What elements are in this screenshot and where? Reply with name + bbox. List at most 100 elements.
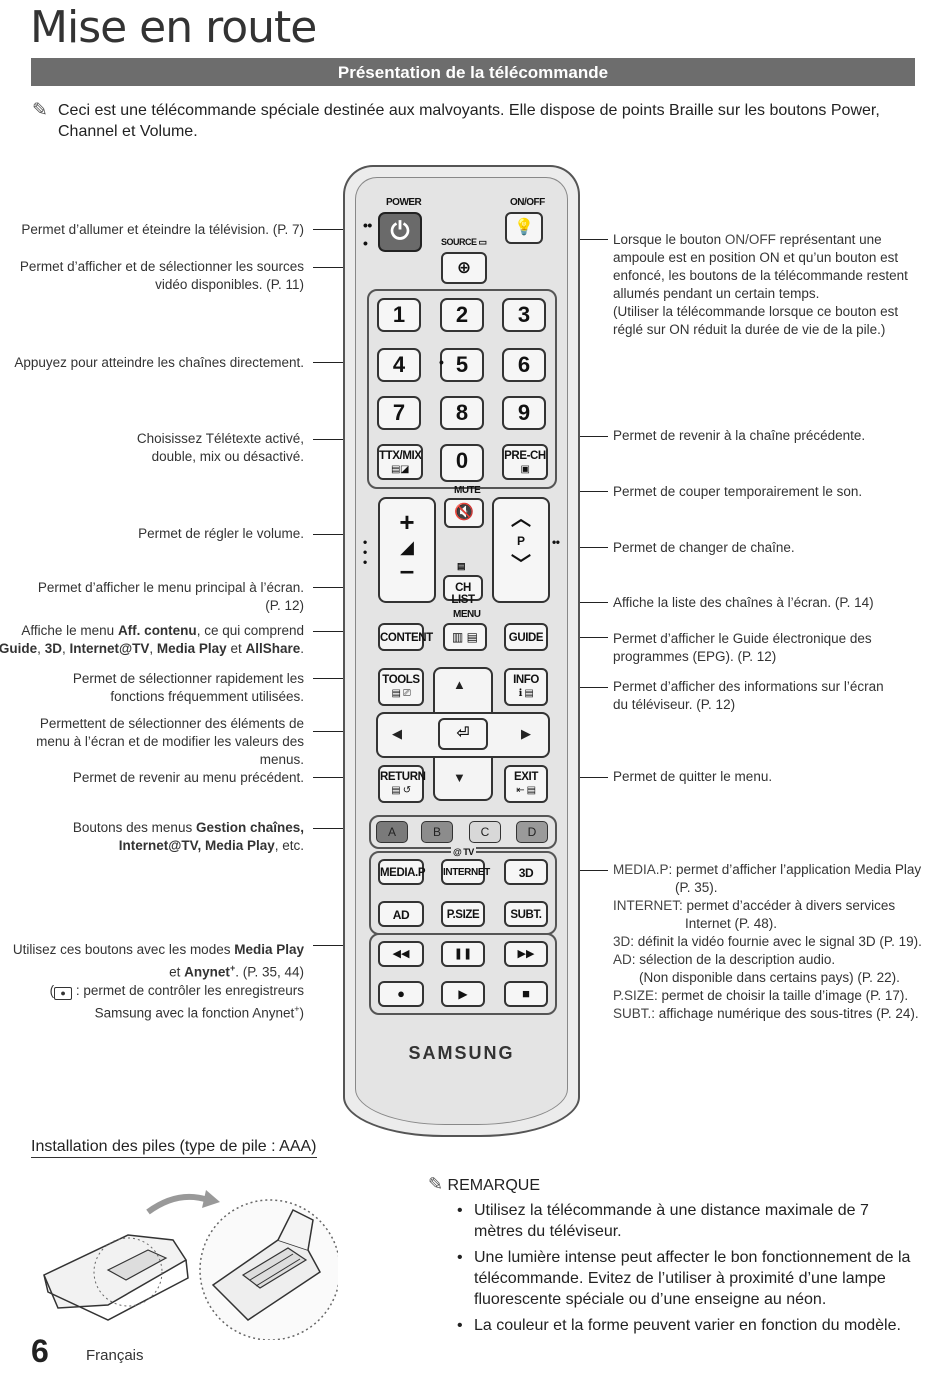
- enter-icon: ⏎: [456, 725, 470, 742]
- digit-3-button[interactable]: 3: [502, 298, 546, 332]
- braille-dot-5: •: [439, 354, 444, 370]
- color-b-button[interactable]: B: [421, 821, 453, 843]
- remark-item: Utilisez la télécommande à une distance …: [455, 1200, 915, 1242]
- label-mute: Permet de couper temporairement le son.: [613, 484, 863, 499]
- leader-function: [555, 870, 608, 871]
- enter-button[interactable]: ⏎: [438, 718, 488, 750]
- tools-button[interactable]: TOOLS ▤ ⎚: [378, 668, 424, 706]
- info-icon: ℹ ▤: [518, 688, 534, 699]
- rewind-icon: ◀◀: [392, 948, 410, 960]
- ad-button[interactable]: AD: [378, 901, 424, 927]
- ttx-mix-button[interactable]: TTX/MIX ▤◪: [377, 444, 423, 480]
- fast-forward-button[interactable]: ▶▶: [504, 941, 548, 967]
- label-ttx: Choisissez Télétexte activé, double, mix…: [4, 430, 304, 466]
- label-tools-line2: fonctions fréquemment utilisées.: [110, 689, 304, 704]
- digit-6-button[interactable]: 6: [502, 348, 546, 382]
- label-nav-line2: menu à l’écran et de modifier les valeur…: [36, 734, 304, 749]
- guide-button[interactable]: GUIDE: [504, 623, 548, 651]
- digit-9-button[interactable]: 9: [502, 396, 546, 430]
- source-screen-icon: ▭: [478, 237, 488, 247]
- label-onoff: Lorsque le bouton ON/OFF représentant un…: [613, 232, 908, 337]
- digit-5-button[interactable]: 5: [440, 348, 484, 382]
- color-d-button[interactable]: D: [516, 821, 548, 843]
- page-title: Mise en route: [30, 2, 317, 53]
- label-source: Permet d’afficher et de sélectionner les…: [4, 258, 304, 294]
- leader-playback: [313, 945, 371, 946]
- channel-rocker[interactable]: ︿ P ﹀: [492, 497, 550, 603]
- intro-text: Ceci est une télécommande spéciale desti…: [58, 102, 880, 140]
- p-size-button[interactable]: P.SIZE: [441, 901, 485, 927]
- number-panel: [367, 289, 557, 489]
- prech-icon: ▣: [520, 464, 530, 475]
- exit-icon: ⇤ ▤: [516, 785, 536, 796]
- return-button[interactable]: RETURN ▤ ↺: [378, 765, 426, 803]
- label-info: Permet d’afficher des informations sur l…: [613, 679, 884, 712]
- subt-button[interactable]: SUBT.: [504, 901, 548, 927]
- braille-dot-power: •: [363, 235, 368, 251]
- menu-icon: ▥ ▤: [451, 630, 478, 644]
- label-ttx-line1: Choisissez Télétexte activé,: [136, 431, 304, 446]
- battery-install-illustration: [43, 1190, 338, 1340]
- menu-caption: MENU: [453, 609, 481, 620]
- label-power: Permet d’allumer et éteindre la télévisi…: [21, 222, 304, 237]
- remark-item: La couleur et la forme peuvent varier en…: [455, 1315, 915, 1336]
- record-icon: ●: [54, 986, 73, 1000]
- media-p-button[interactable]: MEDIA.P: [378, 859, 426, 885]
- braille-dots-volume: •••: [363, 535, 367, 569]
- label-channel: Permet de changer de chaîne.: [613, 540, 795, 555]
- label-source-line1: Permet d’afficher et de sélectionner les…: [19, 259, 304, 274]
- pre-ch-button[interactable]: PRE-CH ▣: [502, 444, 548, 480]
- label-return: Permet de revenir au menu précédent.: [72, 770, 304, 785]
- power-button[interactable]: ⏻: [378, 212, 422, 252]
- pause-button[interactable]: ❚❚: [441, 941, 485, 967]
- label-nav-line3: menus.: [259, 752, 304, 767]
- light-bulb-icon: 💡: [514, 219, 534, 236]
- digit-8-button[interactable]: 8: [440, 396, 484, 430]
- digit-0-button[interactable]: 0: [440, 444, 484, 482]
- digit-1-button[interactable]: 1: [377, 298, 421, 332]
- play-button[interactable]: ▶: [441, 981, 485, 1007]
- power-caption: POWER: [386, 197, 422, 208]
- content-button[interactable]: CONTENT: [378, 623, 433, 651]
- digit-4-button[interactable]: 4: [377, 348, 421, 382]
- record-button[interactable]: ●: [378, 981, 424, 1007]
- volume-level-icon: ◢: [400, 537, 414, 557]
- volume-down-icon: –: [399, 555, 415, 585]
- label-chlist: Affiche la liste des chaînes à l’écran. …: [613, 595, 874, 610]
- channel-down-icon: ﹀: [511, 554, 531, 576]
- label-menu-line2: (P. 12): [265, 598, 304, 613]
- ch-list-button[interactable]: CH LIST: [443, 575, 483, 606]
- digit-2-button[interactable]: 2: [440, 298, 484, 332]
- 3d-button[interactable]: 3D: [504, 859, 548, 885]
- nav-left-button[interactable]: ◀: [392, 726, 402, 741]
- rewind-button[interactable]: ◀◀: [378, 941, 424, 967]
- volume-rocker[interactable]: + ◢ –: [378, 497, 436, 603]
- nav-right-button[interactable]: ▶: [521, 726, 531, 741]
- braille-dots-power: ••: [363, 217, 372, 233]
- info-button[interactable]: INFO ℹ ▤: [504, 668, 548, 706]
- source-button[interactable]: ⊕: [441, 252, 487, 284]
- menu-button[interactable]: ▥ ▤: [443, 623, 487, 651]
- digit-7-button[interactable]: 7: [377, 396, 421, 430]
- at-tv-caption: @ TV: [451, 847, 476, 857]
- label-menu: Permet d’afficher le menu principal à l’…: [4, 579, 304, 615]
- color-c-button[interactable]: C: [469, 821, 501, 843]
- remark-heading: ✎ REMARQUE: [428, 1174, 540, 1194]
- internet-button[interactable]: INTERNET: [441, 859, 490, 885]
- nav-up-button[interactable]: ▲: [453, 677, 466, 692]
- onoff-light-button[interactable]: 💡: [505, 212, 543, 244]
- exit-button[interactable]: EXIT ⇤ ▤: [504, 765, 548, 803]
- playback-button-panel: [369, 933, 557, 1015]
- stop-button[interactable]: ■: [504, 981, 548, 1007]
- label-volume: Permet de régler le volume.: [138, 526, 304, 541]
- leader-colors: [313, 828, 371, 829]
- color-a-button[interactable]: A: [376, 821, 408, 843]
- label-menu-line1: Permet d’afficher le menu principal à l’…: [37, 580, 304, 595]
- nav-down-button[interactable]: ▼: [453, 770, 466, 785]
- mute-button[interactable]: 🔇: [444, 498, 484, 528]
- onoff-caption: ON/OFF: [510, 197, 545, 208]
- mute-caption: MUTE: [454, 485, 481, 496]
- label-prech: Permet de revenir à la chaîne précédente…: [613, 428, 866, 443]
- label-tools-line1: Permet de sélectionner rapidement les: [72, 671, 304, 686]
- pencil-note-icon: ✎: [32, 100, 48, 121]
